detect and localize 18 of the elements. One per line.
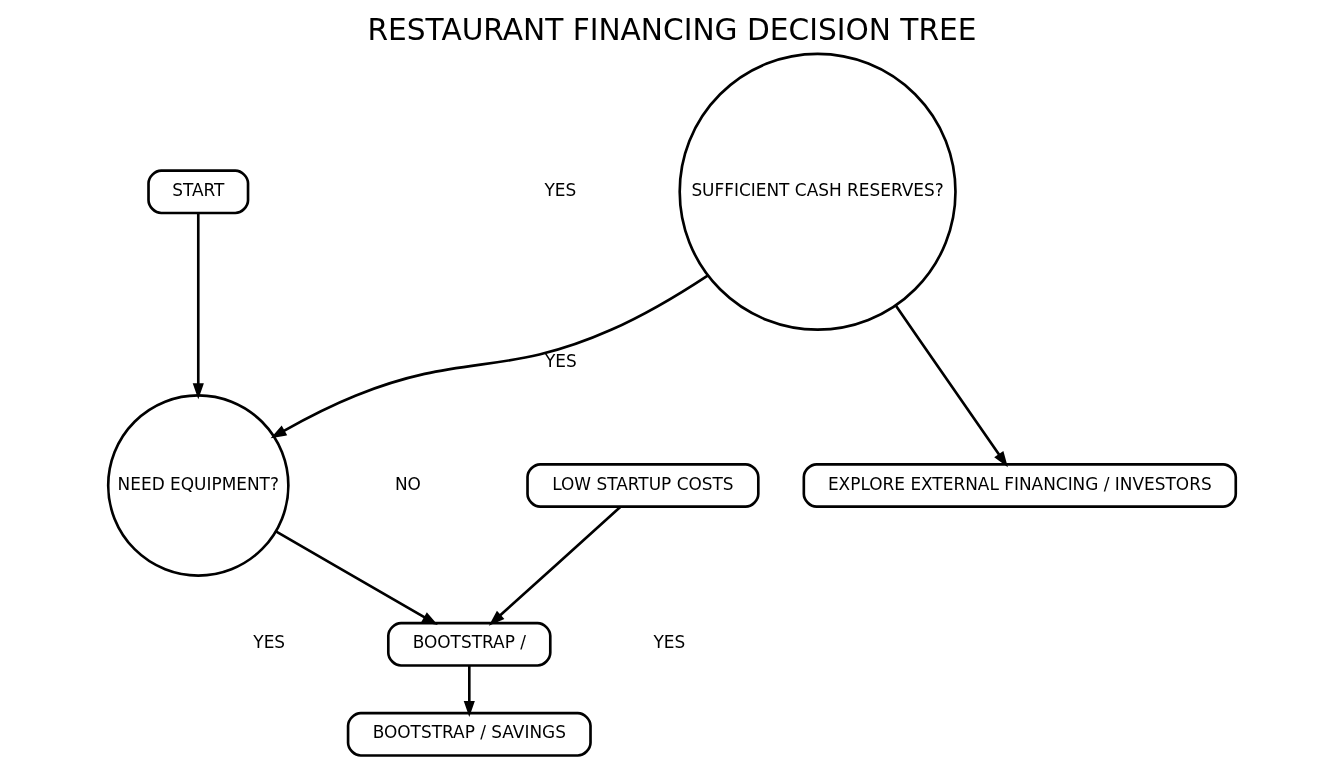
edge-label: YES [544, 350, 577, 371]
node-box: START [147, 169, 250, 215]
node-box: LOW STARTUP COSTS [526, 463, 760, 508]
arrow [894, 304, 1008, 468]
label: NO [394, 473, 421, 494]
node-box: BOOTSTRAP / SAVINGS [346, 711, 592, 757]
label: YES [253, 632, 286, 653]
label: YES [653, 632, 686, 653]
arrow [192, 213, 204, 400]
node-box: BOOTSTRAP / [386, 621, 552, 667]
label: YES [544, 179, 577, 200]
diagram-title: RESTAURANT FINANCING DECISION TREE [367, 12, 977, 48]
arrow [463, 665, 475, 717]
arrow [270, 274, 709, 439]
node-box: EXPLORE EXTERNAL FINANCING / INVESTORS [802, 463, 1238, 508]
arrow [275, 530, 438, 626]
arrow [488, 505, 622, 626]
node-circle: SUFFICIENT CASH RESERVES? [678, 52, 957, 331]
